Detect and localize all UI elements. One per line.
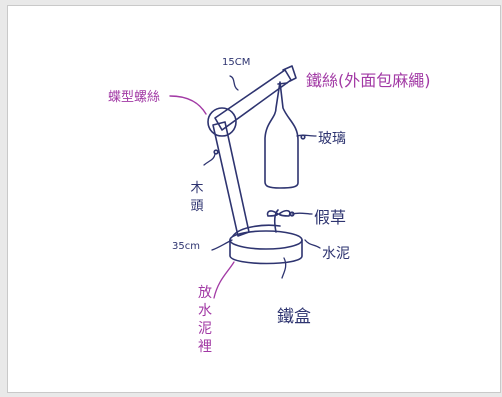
length-bottom-label: 35cm	[172, 241, 200, 252]
wing-screw-label: 蝶型螺絲	[108, 90, 161, 105]
put-in-cement-label: 放水泥裡	[198, 285, 212, 355]
wire-label: 鐵絲(外面包麻繩)	[306, 71, 431, 90]
wood-label: 木頭	[190, 181, 204, 214]
cement-body	[229, 239, 303, 265]
paper-sheet	[8, 6, 500, 392]
wing-screw-circle	[207, 107, 237, 137]
fake-grass	[266, 209, 291, 233]
fake-grass-label: 假草	[314, 208, 347, 227]
iron-box-label: 鐵盒	[277, 307, 311, 327]
cement-top	[229, 230, 303, 250]
cement-label: 水泥	[322, 246, 350, 262]
glass-label: 玻璃	[318, 131, 346, 147]
glass-bottle	[264, 81, 299, 189]
upper-arm	[214, 69, 292, 131]
length-top-label: 15CM	[222, 57, 251, 68]
lower-arm	[212, 121, 250, 237]
